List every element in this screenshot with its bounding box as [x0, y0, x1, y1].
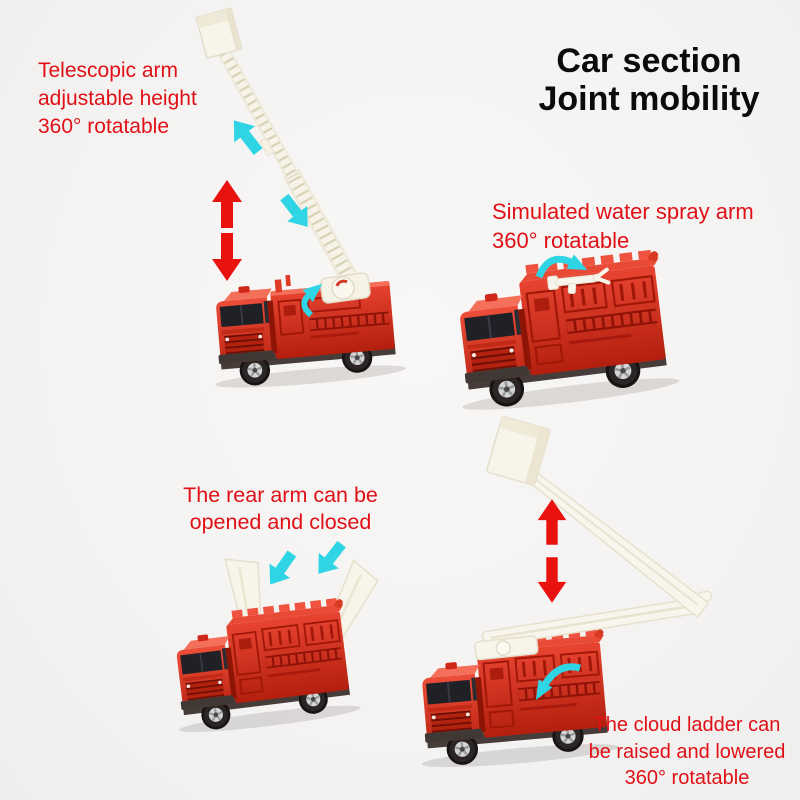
page-title-line2: Joint mobility: [538, 80, 760, 118]
close-arrow-icon: [259, 546, 303, 592]
rotate-arrow-icon: [301, 283, 323, 318]
up-arrow-icon: [212, 180, 242, 228]
telescopic-arm-label: Telescopic arm adjustable height 360° ro…: [38, 57, 197, 141]
cloud-ladder-label: The cloud ladder can be raised and lower…: [558, 712, 800, 792]
truck-cloud-ladder: [417, 415, 712, 772]
page-title: Car section Joint mobility: [499, 42, 799, 118]
rotate-arrow-icon: [535, 663, 581, 700]
cloud-ladder-bucket: [486, 415, 551, 486]
truck-rear-arm: [171, 536, 379, 737]
cloud-ladder-label-line1: The cloud ladder can: [593, 714, 781, 736]
cloud-ladder-label-line2: be raised and lowered: [588, 740, 786, 763]
open-arrow-icon: [308, 536, 352, 582]
telescopic-arm-label-line1: Telescopic arm: [38, 59, 179, 82]
telescopic-ladder-arm: [195, 7, 371, 304]
truck-telescopic-ladder: [195, 7, 406, 392]
rear-arm-label: The rear arm can be opened and closed: [143, 482, 418, 536]
truck-water-spray: [454, 247, 680, 415]
down-arrow-icon: [537, 557, 567, 603]
cloud-ladder-turntable: [474, 635, 539, 661]
ladder-basket: [195, 7, 243, 60]
water-spray-label: Simulated water spray arm 360° rotatable: [492, 197, 754, 255]
rear-arm-label-line2: opened and closed: [189, 510, 372, 534]
water-spray-label-line1: Simulated water spray arm: [492, 199, 754, 224]
cloud-ladder-label-line3: 360° rotatable: [624, 767, 750, 789]
telescopic-arm-label-line3: 360° rotatable: [38, 115, 169, 138]
telescopic-arm-label-line2: adjustable height: [38, 87, 197, 110]
rear-arm-label-line1: The rear arm can be: [183, 483, 378, 507]
ladder-turntable: [319, 272, 371, 304]
rotate-arrow-icon: [535, 254, 588, 279]
water-spray-nozzle: [547, 267, 611, 295]
water-spray-label-line2: 360° rotatable: [492, 228, 630, 253]
cloud-ladder-arm: [474, 415, 712, 661]
page-title-line1: Car section: [556, 42, 742, 80]
down-arrow-icon: [212, 233, 242, 281]
